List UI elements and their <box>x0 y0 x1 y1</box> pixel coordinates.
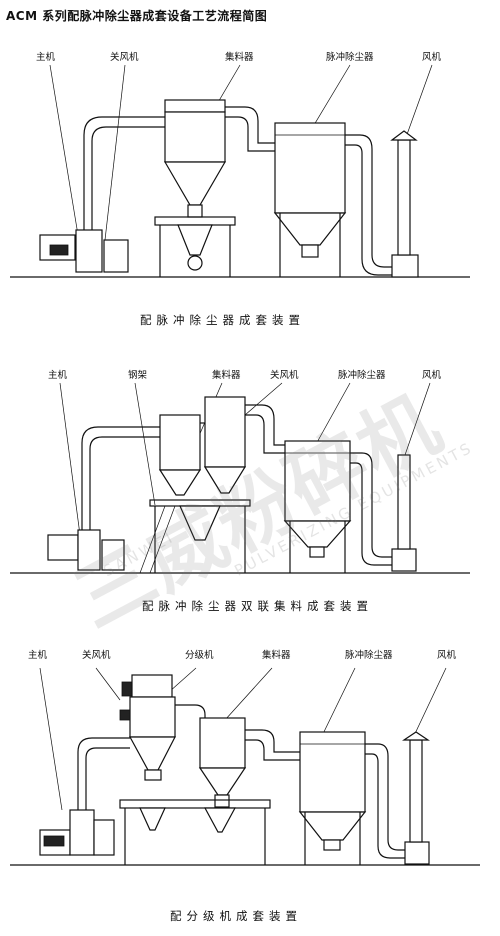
label-steel-frame: 钢架 <box>128 370 148 381</box>
caption-3: 配分级机成套装置 <box>170 909 302 923</box>
label-fan: 关风机 <box>270 370 299 381</box>
label-pulse-collector: 脉冲除尘器 <box>338 370 386 381</box>
label-blower: 风机 <box>422 52 442 63</box>
flow-diagram-3 <box>10 667 480 866</box>
label-classifier: 分级机 <box>185 650 214 661</box>
flow-diagram-2 <box>10 382 470 574</box>
caption-2: 配脉冲除尘器双联集料成套装置 <box>142 599 373 613</box>
flow-diagram-1 <box>10 64 470 278</box>
label-main-machine: 主机 <box>48 370 68 381</box>
label-main-machine: 主机 <box>36 52 56 63</box>
caption-1: 配脉冲除尘器成套装置 <box>140 313 305 327</box>
label-pulse-collector: 脉冲除尘器 <box>345 650 393 661</box>
label-blower: 风机 <box>422 370 442 381</box>
label-fan: 关风机 <box>82 650 111 661</box>
label-collector: 集料器 <box>225 52 254 63</box>
label-blower: 风机 <box>437 650 457 661</box>
page-title: ACM 系列配脉冲除尘器成套设备工艺流程简图 <box>6 9 268 23</box>
label-collector: 集料器 <box>262 650 291 661</box>
label-fan: 关风机 <box>110 52 139 63</box>
label-main-machine: 主机 <box>28 650 48 661</box>
label-pulse-collector: 脉冲除尘器 <box>326 52 374 63</box>
label-collector: 集料器 <box>212 370 241 381</box>
